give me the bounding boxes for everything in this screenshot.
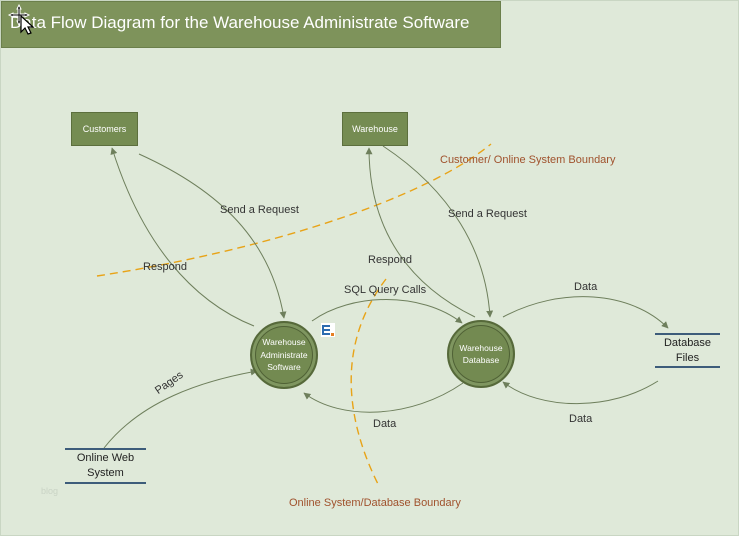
flow-label-customers-respond: Respond <box>143 261 188 273</box>
customer-online-boundary-line <box>96 143 492 277</box>
boundary-label-online-database: Online System/Database Boundary <box>289 497 461 509</box>
title-bar: Data Flow Diagram for the Warehouse Admi… <box>1 1 501 48</box>
flow-label-customers-request: Send a Request <box>220 204 299 216</box>
flow-label-data-to-files: Data <box>574 281 598 293</box>
online-database-boundary-line <box>350 278 387 487</box>
flow-label-sql-query-calls: SQL Query Calls <box>344 284 427 296</box>
entity-customers[interactable]: Customers <box>71 112 138 146</box>
flow-sql-query-calls <box>311 299 463 324</box>
entity-warehouse-label: Warehouse <box>352 124 398 134</box>
process-warehouse-database[interactable]: Warehouse Database <box>447 320 515 388</box>
flow-customers-request <box>138 153 287 319</box>
flow-pages <box>103 368 258 449</box>
move-cursor-icon <box>7 3 35 35</box>
flow-data-from-files <box>502 380 659 405</box>
store-online-web-system[interactable]: Online Web System <box>65 448 146 484</box>
flow-data-to-files <box>502 296 669 329</box>
process-warehouse-administrate-software[interactable]: Warehouse Administrate Software <box>250 321 318 389</box>
process-database-label: Warehouse Database <box>459 342 503 366</box>
flow-label-data-from-files: Data <box>569 413 593 425</box>
flow-label-data-to-software: Data <box>373 418 397 430</box>
edraw-logo-icon <box>321 323 335 337</box>
page-title: Data Flow Diagram for the Warehouse Admi… <box>10 13 470 32</box>
watermark-text: blog <box>41 486 59 496</box>
entity-customers-label: Customers <box>82 124 127 134</box>
flow-customers-respond <box>110 147 255 327</box>
boundary-label-customer-online: Customer/ Online System Boundary <box>440 154 616 166</box>
flow-label-warehouse-respond: Respond <box>368 254 413 266</box>
flow-warehouse-request <box>382 145 494 318</box>
store-database-files-label: Database Files <box>663 336 712 364</box>
entity-warehouse[interactable]: Warehouse <box>342 112 408 146</box>
store-online-web-system-label: Online Web System <box>76 452 135 479</box>
store-database-files[interactable]: Database Files <box>655 333 720 368</box>
flow-data-to-software <box>303 382 464 413</box>
flow-warehouse-respond <box>365 147 476 318</box>
process-software-label: Warehouse Administrate Software <box>260 337 308 373</box>
flow-label-warehouse-request: Send a Request <box>448 208 527 220</box>
